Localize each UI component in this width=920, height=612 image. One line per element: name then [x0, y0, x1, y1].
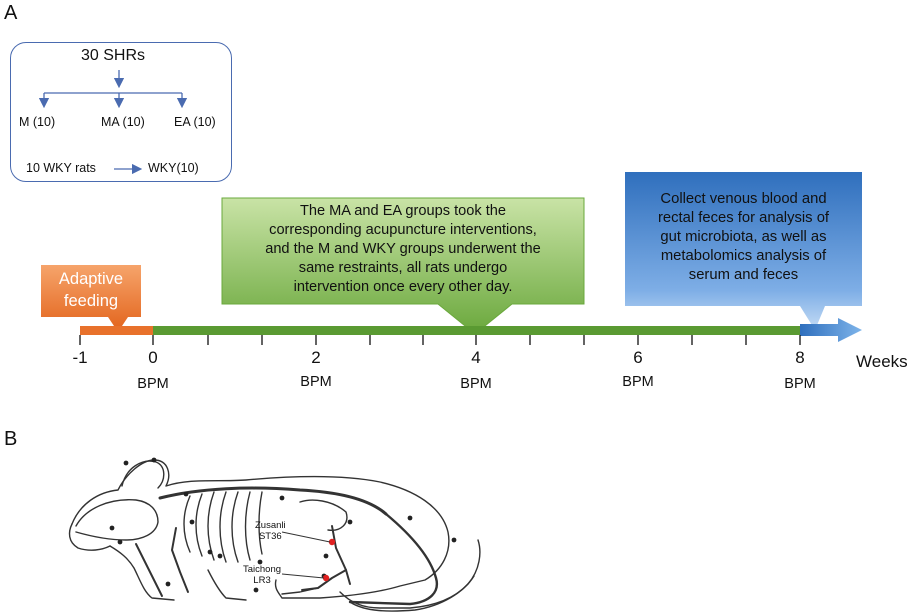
meridian-dot — [151, 457, 157, 463]
timeline-graphic — [41, 172, 862, 345]
rat-hind-foot — [281, 587, 319, 595]
adaptive-line-1: Adaptive — [58, 270, 124, 288]
rat-fore-humerus — [171, 527, 189, 593]
rat-skeleton-illustration — [68, 457, 481, 612]
intervention-period-bar — [153, 326, 818, 335]
intervention-line: corresponding acupuncture interventions, — [269, 222, 537, 238]
taichong-code: LR3 — [253, 575, 271, 586]
meridian-dot — [217, 553, 223, 559]
adaptive-period-bar — [80, 326, 153, 335]
meridian-dot — [117, 539, 123, 545]
rat-fore-radius — [135, 543, 163, 597]
rat-rib — [258, 491, 263, 555]
wky-source-label: 10 WKY rats — [26, 161, 96, 175]
tick-label: 0 — [148, 348, 158, 367]
timeline-arrowhead — [800, 318, 862, 342]
tick-label: 8 — [795, 348, 805, 367]
timeline-unit-label: Weeks — [856, 352, 908, 371]
rat-spine — [158, 486, 388, 516]
intervention-callout-shape — [221, 197, 585, 335]
rat-rib — [183, 495, 191, 553]
acupoint-zusanli-marker — [328, 538, 336, 546]
zusanli-code: ST36 — [258, 531, 282, 542]
meridian-dot — [183, 491, 189, 497]
rat-rib — [231, 491, 239, 563]
rat-rib — [207, 491, 215, 561]
adaptive-line-2: feeding — [63, 292, 119, 310]
collect-line: metabolomics analysis of — [660, 248, 827, 264]
bpm-label: BPM — [137, 376, 169, 392]
tick-label: 4 — [471, 348, 481, 367]
meridian-dot — [189, 519, 195, 525]
meridian-dot — [207, 549, 213, 555]
rat-body-outline — [71, 459, 450, 599]
rat-tail-vertebrae — [348, 512, 439, 606]
rat-rib — [244, 491, 251, 561]
meridian-dots — [109, 457, 457, 593]
taichong-leader-line — [281, 573, 325, 579]
meridian-dot — [279, 495, 285, 501]
group-m-label: M (10) — [19, 115, 56, 129]
group-tree-lines — [38, 70, 188, 175]
acupoint-taichong-marker — [322, 574, 330, 582]
rat-rib — [219, 491, 227, 563]
meridian-dot — [407, 515, 413, 521]
collect-line: rectal feces for analysis of — [657, 210, 830, 226]
collect-text: Collect venous blood and rectal feces fo… — [625, 190, 862, 285]
group-ea-label: EA (10) — [174, 115, 216, 129]
group-allocation-box — [10, 42, 232, 182]
rat-foreleg-outline — [109, 545, 175, 601]
intervention-text: The MA and EA groups took the correspond… — [222, 202, 584, 297]
rat-ear — [121, 460, 165, 489]
collect-callout-shape — [625, 172, 862, 330]
acupoint-taichong-label: Taichong LR3 — [243, 564, 281, 586]
zusanli-name: Zusanli — [255, 520, 286, 531]
group-top-label: 30 SHRs — [81, 47, 146, 64]
timeline-ticks — [79, 335, 801, 345]
rat-rib — [195, 493, 203, 557]
intervention-line: intervention once every other day. — [293, 279, 513, 295]
meridian-dot — [347, 519, 353, 525]
rat-tail-outline-2 — [349, 575, 475, 612]
intervention-line: The MA and EA groups took the — [299, 203, 507, 219]
bpm-label: BPM — [784, 376, 816, 392]
collect-line: Collect venous blood and — [660, 191, 827, 207]
collect-line: serum and feces — [688, 267, 799, 283]
tick-label: 2 — [311, 348, 321, 367]
bpm-label: BPM — [300, 374, 332, 390]
zusanli-leader-line — [281, 531, 331, 543]
intervention-line: and the M and WKY groups underwent the — [265, 241, 541, 257]
meridian-dot — [123, 460, 129, 466]
rat-foreleg-outline-2 — [207, 569, 247, 601]
rat-pelvis — [299, 499, 348, 531]
group-ma-label: MA (10) — [101, 115, 145, 129]
meridian-dot — [323, 553, 329, 559]
panel-label-b: B — [4, 428, 18, 450]
taichong-name: Taichong — [243, 564, 282, 575]
meridian-dot — [451, 537, 457, 543]
adaptive-feeding-label: Adaptive feeding — [43, 268, 139, 312]
meridian-dot — [109, 525, 115, 531]
intervention-line: same restraints, all rats undergo — [298, 260, 508, 276]
bpm-label: BPM — [460, 376, 492, 392]
bpm-label: BPM — [622, 374, 654, 390]
acupoint-zusanli-label: Zusanli ST36 — [255, 520, 286, 542]
adaptive-feeding-callout-shape — [41, 265, 141, 332]
rat-skull — [75, 499, 159, 541]
wky-group-label: WKY(10) — [148, 161, 199, 175]
tick-label: -1 — [72, 348, 88, 367]
rat-snout — [68, 523, 111, 551]
rat-hind-femur — [331, 525, 351, 585]
meridian-dot — [165, 581, 171, 587]
tick-label: 6 — [633, 348, 643, 367]
rat-tail-outline — [339, 539, 481, 609]
meridian-dot — [257, 559, 263, 565]
rat-hind-tibia — [301, 569, 347, 591]
meridian-dot — [253, 587, 259, 593]
panel-label-a: A — [4, 2, 18, 24]
collect-line: gut microbiota, as well as — [660, 229, 827, 245]
